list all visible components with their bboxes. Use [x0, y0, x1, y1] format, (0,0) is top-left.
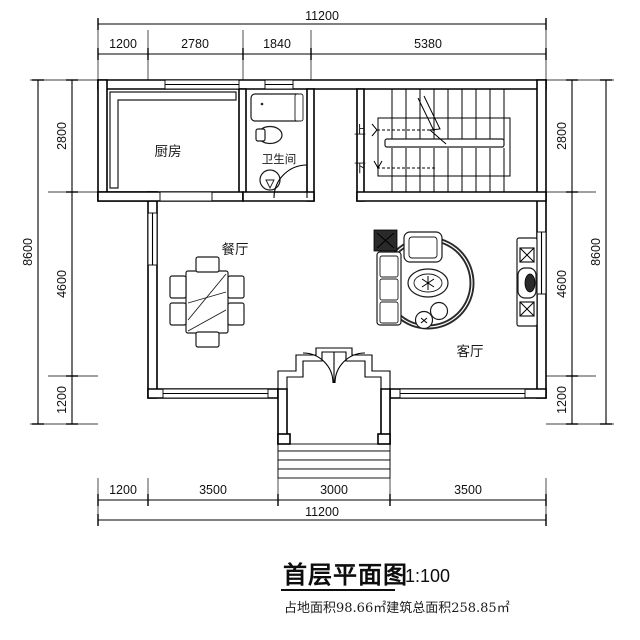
dim-bottom-seg-3: 3500 — [454, 483, 482, 497]
room-label-dining: 餐厅 — [222, 242, 249, 258]
dim-bottom-seg-0: 1200 — [109, 483, 137, 497]
staircase: 上 下 — [354, 88, 538, 193]
dimension-left-overall: 8600 — [21, 79, 44, 425]
dim-top-seg-2: 1840 — [263, 37, 291, 51]
dim-right-seg-2: 1200 — [555, 386, 569, 414]
dimension-right-segments: 2800 4600 1200 — [555, 79, 578, 425]
room-dining: 餐厅 — [169, 242, 249, 348]
dimension-left-segments: 2800 4600 1200 — [55, 79, 78, 425]
dimension-top-overall: 11200 — [97, 9, 547, 30]
dim-left-seg-1: 4600 — [55, 270, 69, 298]
room-label-kitchen: 厨房 — [155, 144, 182, 160]
dim-left-overall-label: 8600 — [21, 238, 35, 266]
stair-up-label: 上 — [354, 123, 366, 137]
dim-bottom-seg-1: 3500 — [199, 483, 227, 497]
room-kitchen: 厨房 — [109, 91, 237, 189]
room-living: 客厅 — [373, 229, 538, 360]
dim-right-overall-label: 8600 — [589, 238, 603, 266]
stair-down-label: 下 — [354, 161, 366, 175]
title-block: 首层平面图 1:100 占地面积98.66㎡建筑总面积258.85㎡ — [281, 560, 510, 616]
dim-bottom-seg-2: 3000 — [320, 483, 348, 497]
dim-top-seg-0: 1200 — [109, 37, 137, 51]
dim-top-overall-label: 11200 — [305, 9, 339, 23]
drawing-title: 首层平面图 — [283, 560, 408, 589]
dimension-bottom-segments: 1200 3500 3000 3500 — [97, 483, 547, 506]
dim-top-seg-3: 5380 — [414, 37, 442, 51]
dim-left-seg-0: 2800 — [55, 122, 69, 150]
dimension-right-overall: 8600 — [589, 79, 612, 425]
dim-top-seg-1: 2780 — [181, 37, 209, 51]
room-label-bathroom: 卫生间 — [262, 152, 297, 166]
room-bathroom: 卫生间 — [250, 93, 308, 199]
dimension-top-segments: 1200 2780 1840 5380 — [97, 37, 547, 60]
dim-left-seg-2: 1200 — [55, 386, 69, 414]
room-label-living: 客厅 — [457, 343, 484, 360]
dim-right-seg-0: 2800 — [555, 122, 569, 150]
drawing-subtitle: 占地面积98.66㎡建筑总面积258.85㎡ — [284, 600, 510, 616]
drawing-scale: 1:100 — [405, 566, 450, 586]
dim-right-seg-1: 4600 — [555, 270, 569, 298]
dimension-bottom-overall: 11200 — [97, 505, 547, 526]
entry-porch — [277, 347, 391, 479]
dim-bottom-overall-label: 11200 — [305, 505, 339, 519]
windows — [147, 79, 547, 399]
